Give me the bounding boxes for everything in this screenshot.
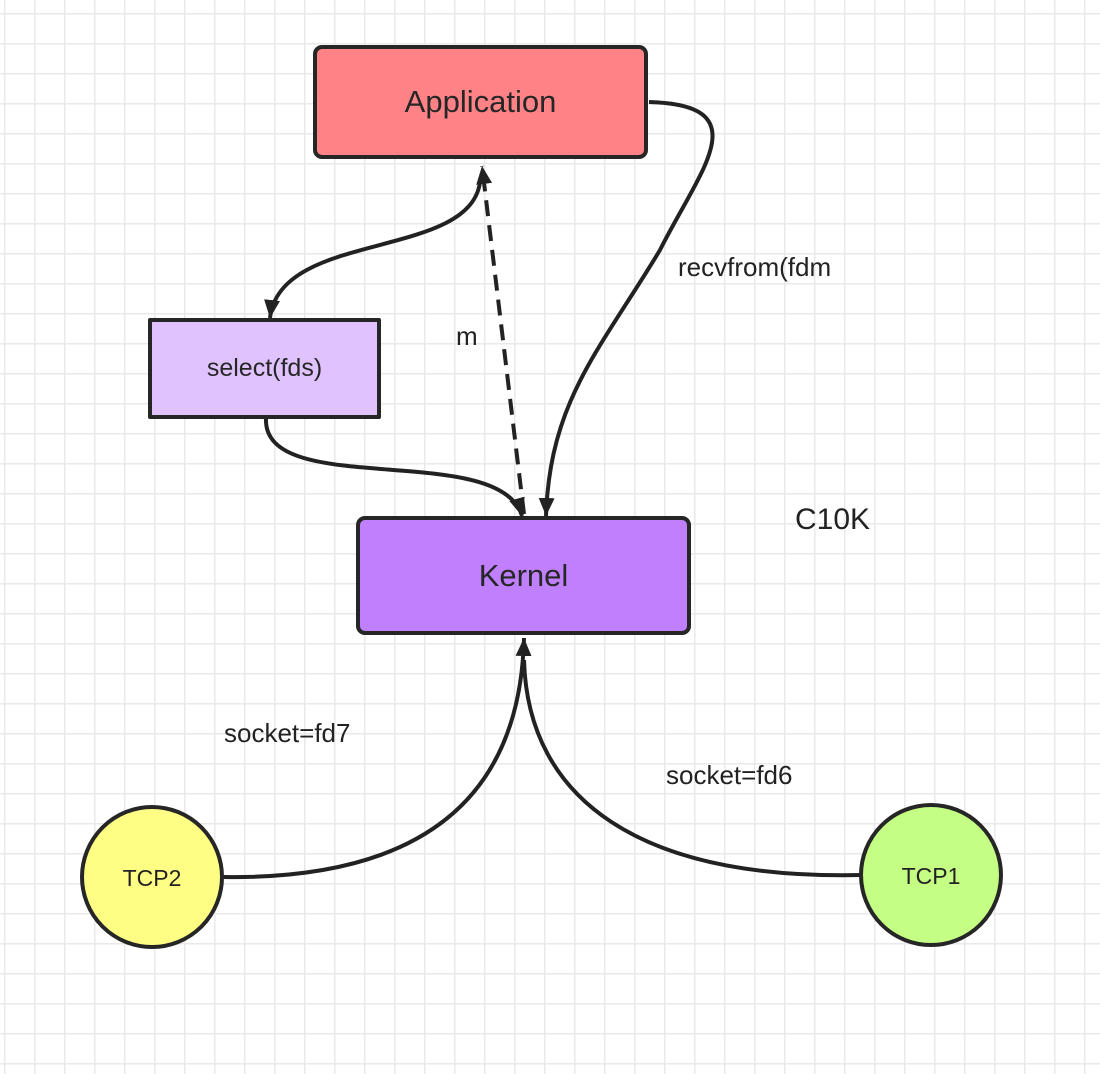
- node-tcp2-label: TCP2: [123, 865, 182, 891]
- edge-label-socket-fd6: socket=fd6: [666, 760, 793, 790]
- node-tcp1-label: TCP1: [902, 863, 961, 889]
- node-application-label: Application: [404, 84, 557, 119]
- node-kernel-label: Kernel: [478, 557, 569, 593]
- node-application[interactable]: Application: [313, 45, 648, 159]
- edge-application-to-select[interactable]: [264, 181, 482, 319]
- edge-label-m: m: [456, 321, 478, 351]
- node-select-fds-label: select(fds): [206, 354, 323, 382]
- edge-label-recvfrom: recvfrom(fdm: [678, 252, 832, 282]
- node-kernel[interactable]: Kernel: [356, 516, 691, 635]
- edge-label-socket-fd7: socket=fd7: [224, 718, 351, 748]
- node-tcp1[interactable]: [859, 803, 1003, 947]
- edge-tcp2-to-kernel[interactable]: [221, 637, 532, 880]
- edge-tcp1-to-kernel[interactable]: [522, 659, 863, 878]
- node-select-fds[interactable]: select(fds): [148, 318, 381, 419]
- annotation-c10k: C10K: [795, 503, 871, 536]
- edge-kernel-to-application-dashed[interactable]: [476, 165, 526, 515]
- edge-select-to-kernel[interactable]: [263, 417, 525, 517]
- edge-application-to-kernel-recvfrom[interactable]: [538, 100, 715, 517]
- node-tcp2[interactable]: [80, 805, 224, 949]
